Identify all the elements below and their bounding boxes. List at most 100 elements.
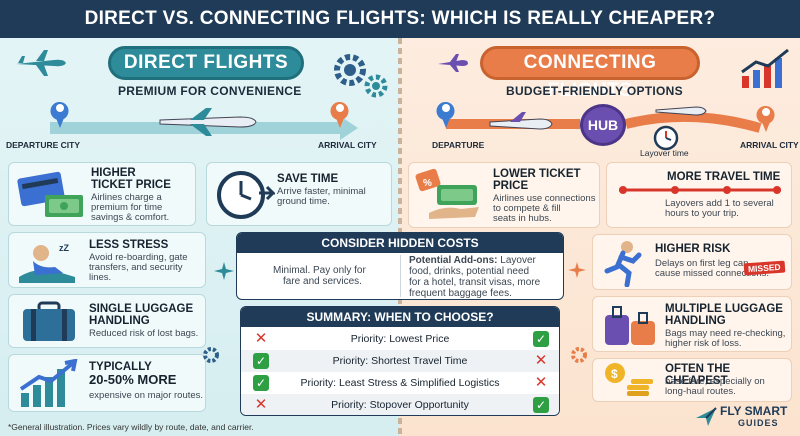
plane-icon — [16, 50, 66, 76]
departure-label: DEPARTURE — [432, 140, 485, 150]
svg-text:%: % — [423, 178, 432, 189]
plane-icon — [438, 54, 468, 72]
hub-node: HUB — [580, 104, 626, 146]
card-title: MULTIPLE LUGGAGE — [665, 303, 783, 315]
suitcase-icon — [23, 301, 75, 341]
cross-icon: ✕ — [254, 396, 268, 413]
summary-row-label: Priority: Lowest Price — [350, 333, 450, 345]
fly-smart-logo-icon — [696, 407, 717, 426]
card-text: Arrive faster, minimal — [277, 186, 366, 197]
clock-icon — [217, 171, 275, 219]
hidden-costs-heading: CONSIDER HIDDEN COSTS — [237, 233, 563, 253]
higher-ticket-price-card: HIGHER TICKET PRICE Airlines charge a pr… — [8, 162, 196, 226]
footnote: *General illustration. Prices vary wildl… — [8, 422, 254, 432]
departure-city-label: DEPARTURE CITY — [6, 140, 80, 150]
summary-row: ✓Priority: Shortest Travel Time✕ — [241, 350, 559, 372]
gear-icon — [571, 347, 587, 363]
card-title: SAVE TIME — [277, 173, 339, 185]
card-title: MORE TRAVEL TIME — [667, 171, 781, 183]
card-title: PRICE — [493, 180, 529, 192]
connecting-hidden-cost-text: for a hotel, transit visas, more — [409, 277, 541, 288]
cross-icon: ✕ — [534, 374, 548, 391]
connecting-flights-heading: CONNECTING FLIGHTS — [480, 46, 700, 101]
card-text: cause missed connections. — [655, 268, 770, 279]
gear-icon — [203, 347, 219, 363]
card-title: SINGLE LUGGAGE — [89, 303, 194, 315]
card-text: hours to your trip. — [665, 208, 739, 219]
card-text: higher risk of loss. — [665, 338, 742, 349]
card-text: seats in hubs. — [493, 213, 552, 224]
card-text: Reduced risk of lost bags. — [89, 328, 199, 339]
summary-row-label: Priority: Stopover Opportunity — [331, 399, 469, 411]
card-title: HIGHER — [91, 167, 136, 179]
gear-icon — [334, 54, 366, 86]
less-stress-card: zZ LESS STRESS Avoid re-boarding, gate t… — [8, 232, 206, 288]
summary-heading: SUMMARY: WHEN TO CHOOSE? — [241, 307, 559, 327]
gear-icon — [364, 74, 388, 98]
card-text: lines. — [89, 272, 112, 283]
connecting-hidden-cost-text: food, drinks, potential need — [409, 266, 530, 277]
summary-row: ✓ Priority: Least Stress & Simplified Log… — [241, 372, 559, 394]
card-title: HIGHER RISK — [655, 243, 731, 255]
growth-chart-icon — [741, 48, 789, 88]
summary-row-label: Priority: Least Stress & Simplified Logi… — [300, 377, 500, 389]
direct-subheading: PREMIUM FOR CONVENIENCE — [118, 84, 302, 98]
card-title: LESS STRESS — [89, 239, 169, 251]
card-title: TICKET PRICE — [91, 179, 171, 191]
luggage-icon — [605, 306, 655, 345]
add-ons-text: Layover — [497, 255, 536, 266]
summary-row: ✕ Priority: Lowest Price ✓ — [241, 328, 559, 350]
arrival-city-label: ARRIVAL CITY — [318, 140, 377, 150]
card-title: LOWER TICKET — [493, 168, 581, 180]
save-time-card: SAVE TIME Arrive faster, minimal ground … — [206, 162, 392, 226]
summary-row-label: Priority: Shortest Travel Time — [332, 355, 468, 367]
credit-card-icon — [17, 171, 83, 217]
direct-hidden-cost-text: fare and services. — [283, 276, 362, 287]
card-text: long-haul routes. — [665, 386, 736, 397]
plane-icon — [214, 262, 234, 280]
box-divider — [400, 255, 401, 297]
plane-icon — [568, 262, 586, 278]
more-travel-time-card: MORE TRAVEL TIME Layovers add 1 to sever… — [606, 162, 792, 228]
card-text: ground time. — [277, 196, 330, 207]
card-text: expensive on major routes. — [89, 390, 204, 401]
often-cheapest-card: $ OFTEN THE CHEAPEST base fare, especial… — [592, 358, 792, 402]
running-person-icon — [604, 241, 642, 287]
card-title: HANDLING — [665, 315, 726, 327]
cross-icon: ✕ — [534, 352, 548, 369]
lower-ticket-price-card: % LOWER TICKET PRICE Airlines use connec… — [408, 162, 600, 228]
cross-icon: ✕ — [254, 330, 268, 347]
check-icon: ✓ — [253, 375, 269, 391]
higher-risk-card: HIGHER RISK Delays on first leg can caus… — [592, 234, 792, 290]
direct-flights-heading: DIRECT FLIGHTS — [108, 46, 304, 80]
coin-stack-icon: $ — [605, 363, 653, 396]
single-luggage-card: SINGLE LUGGAGE HANDLING Reduced risk of … — [8, 294, 206, 348]
relaxed-person-icon: zZ — [19, 243, 75, 283]
check-icon: ✓ — [533, 331, 549, 347]
connecting-route-graphic — [436, 102, 775, 151]
card-text: Bags may need re-checking, — [665, 328, 786, 339]
card-text: base fare, especially on — [665, 376, 765, 387]
brand-subname: GUIDES — [738, 418, 779, 428]
connecting-hidden-cost-text: Potential Add-ons: Layover — [409, 255, 536, 266]
card-title: TYPICALLY — [89, 361, 152, 373]
timeline-icon — [619, 186, 781, 194]
card-text: premium for time — [91, 202, 163, 213]
hidden-costs-box: CONSIDER HIDDEN COSTS Minimal. Pay only … — [236, 232, 564, 300]
add-ons-label: Potential Add-ons: — [409, 255, 498, 266]
summary-box: SUMMARY: WHEN TO CHOOSE? ✕ Priority: Lowe… — [240, 306, 560, 416]
arrival-city-label: ARRIVAL CITY — [740, 140, 799, 150]
direct-route-graphic — [50, 102, 358, 140]
card-title: HANDLING — [89, 315, 150, 327]
card-title: 20-50% MORE — [89, 372, 177, 387]
svg-text:zZ: zZ — [59, 243, 70, 253]
connecting-subheading: BUDGET-FRIENDLY OPTIONS — [506, 84, 683, 98]
card-text: Airlines use connections — [493, 193, 596, 204]
page-title: DIRECT VS. CONNECTING FLIGHTS: WHICH IS … — [0, 0, 800, 38]
card-text: transfers, and security — [89, 262, 183, 273]
card-text: Airlines charge a — [91, 192, 162, 203]
brand-name: FLY SMART — [720, 404, 788, 418]
card-text: savings & comfort. — [91, 212, 170, 223]
typically-more-expensive-card: TYPICALLY 20-50% MORE expensive on major… — [8, 354, 206, 412]
svg-text:$: $ — [611, 367, 618, 381]
